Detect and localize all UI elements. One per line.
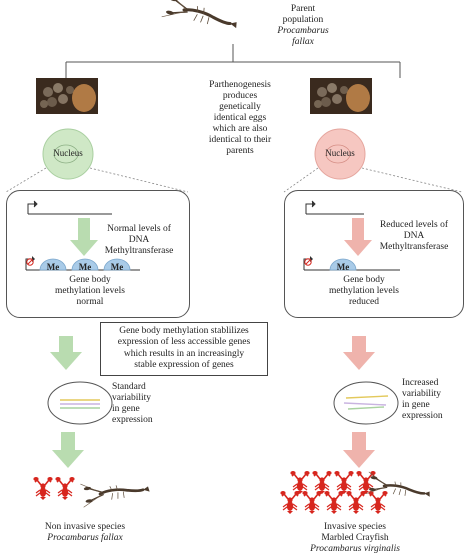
gene-strand-left-bottom bbox=[25, 256, 140, 271]
outcome-caption-right: Invasive species Marbled Crayfish Procam… bbox=[310, 522, 400, 554]
arrow-right-2 bbox=[343, 432, 375, 468]
nucleus-right bbox=[314, 128, 366, 180]
nucleus-left bbox=[42, 128, 94, 180]
nucleus-label-right: Nucleus bbox=[325, 148, 355, 158]
zoom-lines bbox=[5, 167, 463, 193]
gene-strand-left-top bbox=[27, 200, 112, 215]
methylation-caption-right: Gene body methylation levels reduced bbox=[329, 275, 399, 307]
gene-strand-right-top bbox=[305, 200, 364, 215]
arrow-left-2 bbox=[52, 432, 84, 468]
methylation-caption-left: Gene body methylation levels normal bbox=[55, 275, 125, 307]
parthenogenesis-note: Parthenogenesis produces genetically ide… bbox=[208, 80, 272, 156]
crayfish-left-illustration bbox=[79, 473, 152, 509]
me-label-left-1: Me bbox=[46, 262, 60, 272]
expression-ellipse-right bbox=[333, 381, 399, 425]
me-label-left-3: Me bbox=[110, 262, 124, 272]
gene-strand-right-bottom bbox=[303, 256, 400, 271]
me-label-right-1: Me bbox=[336, 262, 350, 272]
arrow-left-inner bbox=[70, 218, 98, 256]
nucleus-label-left: Nucleus bbox=[53, 148, 83, 158]
arrow-left-1 bbox=[50, 336, 82, 370]
variability-note-right: Increased variability in gene expression bbox=[402, 378, 443, 421]
parent-label: Parent population Procambarus fallax bbox=[277, 4, 329, 47]
stability-note-box: Gene body methylation stablilizes expres… bbox=[100, 322, 268, 376]
egg-clutch-photo-left bbox=[36, 78, 98, 114]
gene-panel-right bbox=[284, 190, 464, 318]
expression-ellipse-left bbox=[47, 381, 113, 425]
arrow-right-1 bbox=[343, 336, 375, 370]
outcome-caption-left: Non invasive species Procambarus fallax bbox=[44, 522, 126, 543]
lineage-connector bbox=[65, 44, 401, 78]
arrow-right-inner bbox=[344, 218, 372, 256]
variability-note-left: Standard variability in gene expression bbox=[112, 382, 153, 425]
me-label-left-2: Me bbox=[78, 262, 92, 272]
enzyme-note-left: Normal levels of DNA Methyltransferase bbox=[104, 224, 174, 256]
egg-clutch-photo-right bbox=[310, 78, 372, 114]
lobster-icons-left bbox=[32, 476, 76, 501]
gene-panel-left bbox=[6, 190, 190, 318]
enzyme-note-right: Reduced levels of DNA Methyltransferase bbox=[379, 220, 449, 252]
